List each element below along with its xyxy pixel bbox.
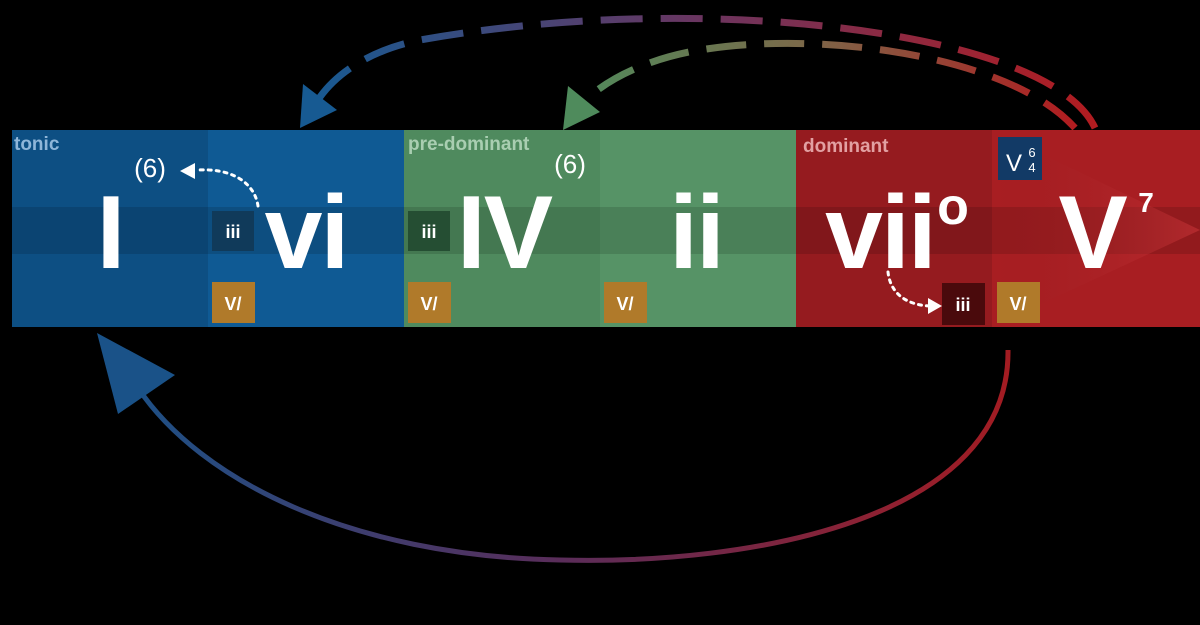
chord-ii: ii [669,175,723,291]
chord-IV: IV [457,175,553,291]
seventh-superscript: 7 [1138,187,1154,218]
dominant-arrow-shape [992,130,1200,327]
svg-text:V: V [1006,150,1022,177]
svg-text:iii: iii [421,222,436,242]
dotted-arrow-vi-to-first-inversion [196,168,260,208]
dotted-arrowhead-bottom [928,298,942,314]
dashed-arrow-dominant-to-vi [308,14,1099,130]
mediant-badge-dominant: iii [942,283,985,325]
dotted-arrow-vii-to-iii [886,270,932,308]
tonic-I-cell [12,130,208,327]
arrowhead-vi [300,84,337,128]
predominant-first-inversion: (6) [554,149,586,179]
section-label-predominant: pre-dominant [408,134,530,155]
svg-text:4: 4 [1028,160,1035,175]
arrowhead-ii [563,86,600,130]
diminished-symbol: o [937,178,969,236]
secondary-dominant-badge-vi: V/ [212,282,255,323]
svg-text:6: 6 [1028,145,1035,160]
svg-text:V/: V/ [224,294,241,314]
secondary-dominant-badge-ii: V/ [604,282,647,323]
secondary-dominant-badge-IV: V/ [408,282,451,323]
mediant-badge-predominant: iii [408,211,450,251]
secondary-dominant-badge-V: V/ [997,282,1040,323]
dotted-arrowhead-top [180,163,195,179]
chord-I: I [97,175,124,291]
cadential-six-four-badge: V 6 4 [998,137,1042,180]
svg-text:iii: iii [225,222,240,242]
chord-V: V [1058,175,1127,291]
mediant-badge-tonic: iii [212,211,254,251]
dashed-arrow-dominant-to-ii [572,39,1078,131]
chord-vii: vii [825,175,935,291]
chord-vi: vi [265,175,348,291]
svg-text:V/: V/ [1009,294,1026,314]
svg-text:V/: V/ [420,294,437,314]
section-label-tonic: tonic [14,134,60,155]
svg-text:V/: V/ [616,294,633,314]
section-label-dominant: dominant [803,136,889,157]
tonic-first-inversion: (6) [134,153,166,183]
arrowhead-tonic [97,333,175,414]
return-arrow-to-tonic [135,349,1011,563]
svg-text:iii: iii [955,295,970,315]
